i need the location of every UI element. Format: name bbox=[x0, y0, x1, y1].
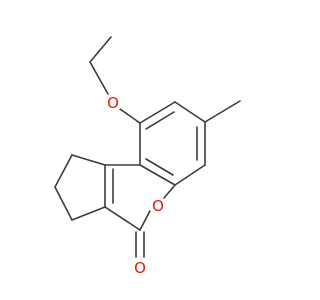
bond-ring-to-oxygen bbox=[163, 184, 176, 199]
bond-cyclopentane-2 bbox=[54, 154, 73, 188]
ether-oxygen-label: O bbox=[107, 94, 119, 112]
bond-aromatic-5-inner bbox=[145, 158, 174, 176]
bond-cyclopentane-3 bbox=[54, 186, 73, 221]
bond-carbonyl-to-alkene bbox=[104, 206, 141, 231]
bond-oxygen-to-carbonyl bbox=[139, 208, 152, 231]
bond-aromatic-4 bbox=[174, 164, 206, 186]
carbonyl-oxygen-label: O bbox=[134, 259, 146, 277]
bond-oxygen-ring bbox=[116, 106, 141, 124]
ring-oxygen-bg bbox=[149, 197, 167, 215]
bond-aromatic-1 bbox=[139, 101, 176, 124]
ring-oxygen-label: O bbox=[152, 197, 164, 215]
bond-aryl-methyl bbox=[204, 100, 241, 123]
structure-diagram: O O O bbox=[54, 36, 241, 277]
bond-ethyl-oxygen bbox=[89, 61, 109, 95]
ether-oxygen-bg bbox=[104, 94, 122, 112]
bond-cyclopentane-1 bbox=[71, 154, 106, 166]
carbonyl-oxygen-bg bbox=[131, 259, 149, 277]
bond-aromatic-1-inner bbox=[145, 111, 175, 130]
bond-aromatic-5 bbox=[139, 164, 176, 186]
bond-aromatic-2 bbox=[174, 101, 206, 123]
bond-methyl-ethyl bbox=[89, 36, 112, 63]
molecule-drawing: O O O bbox=[54, 36, 241, 277]
bond-cyclopentane-4 bbox=[71, 206, 106, 221]
